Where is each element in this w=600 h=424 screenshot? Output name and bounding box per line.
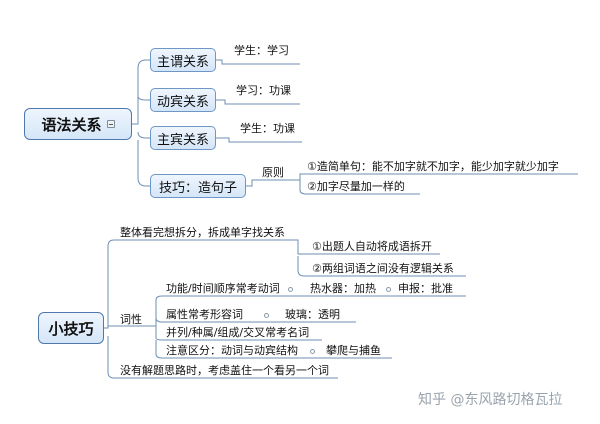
branch-node-subject-predicate[interactable]: 主谓关系: [150, 48, 216, 72]
root-node-tips[interactable]: 小技巧: [38, 312, 104, 344]
root-node-grammar-relations[interactable]: 语法关系: [24, 108, 132, 140]
tip-item: 整体看完想拆分，拆成单字找关系: [120, 226, 285, 239]
pos-item: 并列/种属/组成/交叉常考名词: [166, 326, 310, 339]
pos-example: 热水器：加热: [310, 282, 376, 295]
branch-label: 动宾关系: [156, 94, 209, 110]
pos-item: 注意区分：动词与动宾结构: [166, 344, 298, 357]
pos-item: 属性常考形容词: [166, 308, 243, 321]
rule-item: ②加字尽量加一样的: [307, 180, 405, 193]
pos-example: 玻璃：透明: [285, 308, 340, 321]
pos-item: 功能/时间顺序常考动词: [166, 282, 280, 295]
tip-item: 没有解题思路时，考虑盖住一个看另一个词: [120, 364, 329, 377]
root-label: 小技巧: [48, 319, 94, 338]
branch-example: 学习：功课: [236, 84, 291, 97]
branch-example: 学生：功课: [240, 122, 295, 135]
circle-icon: [310, 349, 315, 354]
rule-item: ①造简单句：能不加字就不加字，能少加字就少加字: [307, 160, 559, 173]
watermark: 知乎 @东风路切格瓦拉: [418, 392, 563, 408]
principle-label: 原则: [262, 166, 284, 179]
branch-label: 技巧：造句子: [158, 180, 237, 196]
root-label: 语法关系: [41, 115, 102, 134]
branch-node-subject-object[interactable]: 主宾关系: [150, 126, 216, 150]
part-of-speech-label: 词性: [120, 313, 142, 326]
branch-label: 主谓关系: [156, 54, 209, 70]
branch-label: 主宾关系: [156, 132, 209, 148]
circle-icon: [264, 313, 269, 318]
pos-example: 攀爬与捕鱼: [326, 344, 381, 357]
circle-icon: [386, 287, 391, 292]
branch-node-verb-object[interactable]: 动宾关系: [150, 88, 216, 112]
tip-subitem: ①出题人自动将成语拆开: [312, 240, 432, 253]
circle-icon: [288, 287, 293, 292]
branch-node-technique-sentence[interactable]: 技巧：造句子: [150, 174, 246, 198]
branch-example: 学生：学习: [234, 44, 289, 57]
collapse-icon[interactable]: [106, 120, 115, 128]
pos-example: 申报：批准: [398, 282, 453, 295]
tip-subitem: ②两组词语之间没有逻辑关系: [312, 262, 454, 275]
